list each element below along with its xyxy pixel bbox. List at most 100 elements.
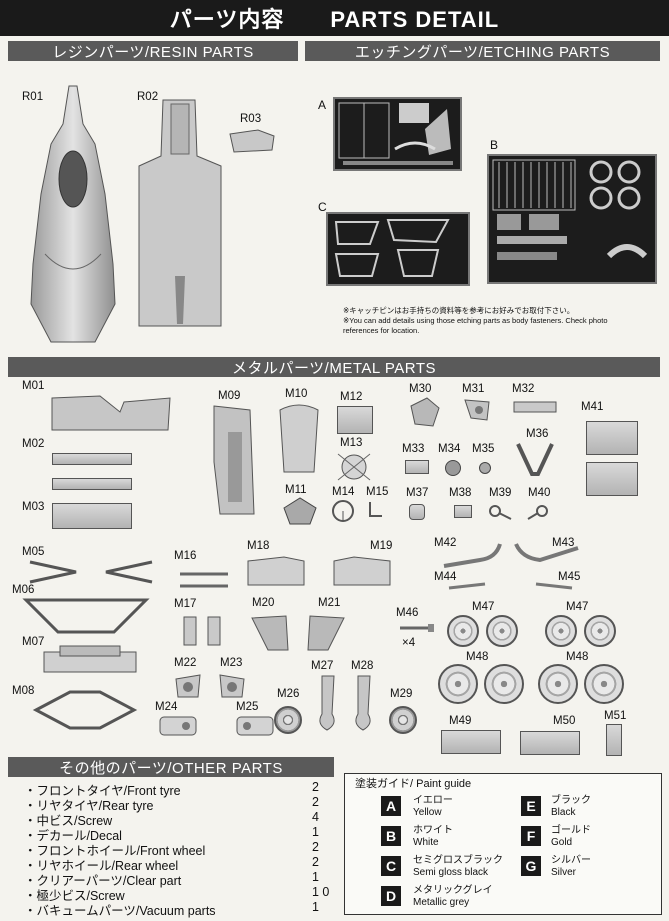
label-m41: M41 xyxy=(581,401,604,413)
metal-part-m21 xyxy=(307,615,345,651)
metal-part-m35 xyxy=(479,462,491,474)
paint-letter-f: F xyxy=(521,826,541,846)
metal-part-m26 xyxy=(274,706,302,734)
label-m48-b: M48 xyxy=(566,651,589,663)
metal-part-m03 xyxy=(52,503,132,529)
list-item-qty: 2 xyxy=(312,840,319,854)
label-m03: M03 xyxy=(22,501,45,513)
paint-letter-g: G xyxy=(521,856,541,876)
label-m08: M08 xyxy=(12,685,35,697)
label-m10: M10 xyxy=(285,388,308,400)
metal-part-m40 xyxy=(527,505,548,520)
paint-color-c-jp: セミグロスブラック xyxy=(413,855,503,866)
metal-part-m42 xyxy=(443,543,502,568)
list-item: ・クリアーパーツ/Clear part xyxy=(24,874,182,888)
metal-part-m02b xyxy=(52,478,132,490)
paint-letter-e: E xyxy=(521,796,541,816)
label-m35: M35 xyxy=(472,443,495,455)
paint-letter-c: C xyxy=(381,856,401,876)
metal-part-m05 xyxy=(29,560,153,584)
list-item: ・リヤタイヤ/Rear tyre xyxy=(24,799,154,813)
label-etch-c: C xyxy=(318,200,327,214)
label-m40: M40 xyxy=(528,487,551,499)
metal-part-m08 xyxy=(32,690,138,730)
metal-part-m47-2 xyxy=(486,615,518,647)
label-m19: M19 xyxy=(370,540,393,552)
metal-part-m18 xyxy=(247,556,305,586)
metal-part-m06 xyxy=(22,598,150,634)
label-m39: M39 xyxy=(489,487,512,499)
metal-part-m22 xyxy=(175,674,201,698)
label-m49: M49 xyxy=(449,715,472,727)
metal-part-m32 xyxy=(513,401,557,413)
metal-part-m20 xyxy=(251,615,289,651)
paint-color-g-jp: シルバー xyxy=(551,855,591,866)
list-item-qty: 2 xyxy=(312,795,319,809)
label-m01: M01 xyxy=(22,380,45,392)
resin-parts-header: レジンパーツ/RESIN PARTS xyxy=(8,41,298,61)
label-r03: R03 xyxy=(240,113,262,125)
etching-note: ※キャッチピンはお手持ちの資料等を参考にお好みでお取付下さい。 ※You can… xyxy=(343,306,659,336)
metal-part-m37 xyxy=(409,504,425,520)
label-m33: M33 xyxy=(402,443,425,455)
metal-part-m27 xyxy=(319,675,335,731)
paint-letter-a: A xyxy=(381,796,401,816)
label-m24: M24 xyxy=(155,701,178,713)
label-m46: M46 xyxy=(396,607,419,619)
metal-part-m36 xyxy=(516,443,554,476)
etching-fret-c xyxy=(326,212,470,286)
etching-note-en1: ※You can add details using those etching… xyxy=(343,316,608,325)
resin-part-r03 xyxy=(229,129,275,153)
label-m27: M27 xyxy=(311,660,334,672)
etching-fret-a xyxy=(333,97,462,171)
list-item: ・中ビス/Screw xyxy=(24,814,113,828)
label-r01: R01 xyxy=(22,91,44,103)
paint-color-g-en: Silver xyxy=(551,867,577,878)
list-item: ・デカール/Decal xyxy=(24,829,122,843)
list-item-qty: 2 xyxy=(312,780,319,794)
list-item-qty: 1 xyxy=(312,900,319,914)
label-m46-qty: ×4 xyxy=(402,637,416,649)
metal-part-m47-4 xyxy=(584,615,616,647)
paint-color-c-en: Semi gloss black xyxy=(413,867,489,878)
label-m38: M38 xyxy=(449,487,472,499)
metal-part-m50 xyxy=(520,731,580,755)
label-m47-b: M47 xyxy=(566,601,589,613)
label-m11: M11 xyxy=(285,484,307,496)
paint-letter-d: D xyxy=(381,886,401,906)
paint-guide-title: 塗装ガイド/ Paint guide xyxy=(355,778,472,790)
label-m51: M51 xyxy=(604,710,627,722)
paint-color-a-jp: イエロー xyxy=(413,795,453,806)
metal-part-m38 xyxy=(454,505,472,518)
label-m45: M45 xyxy=(558,571,581,583)
metal-part-m23 xyxy=(219,674,245,698)
metal-part-m19 xyxy=(333,556,391,586)
label-m05: M05 xyxy=(22,546,45,558)
metal-part-m12 xyxy=(337,406,373,434)
metal-part-m48-1 xyxy=(438,664,478,704)
metal-part-m07 xyxy=(43,645,137,673)
list-item: ・フロントホイール/Front wheel xyxy=(24,844,206,858)
list-item: ・リヤホイール/Rear wheel xyxy=(24,859,179,873)
label-m06: M06 xyxy=(12,584,35,596)
label-m42: M42 xyxy=(434,537,457,549)
paint-color-b-en: White xyxy=(413,837,439,848)
list-item-qty: 1 xyxy=(312,825,319,839)
paint-letter-b: B xyxy=(381,826,401,846)
metal-part-m39 xyxy=(489,505,512,520)
label-m36: M36 xyxy=(526,428,549,440)
etching-note-jp: ※キャッチピンはお手持ちの資料等を参考にお好みでお取付下さい。 xyxy=(343,306,575,315)
metal-part-m28 xyxy=(355,675,371,731)
label-m30: M30 xyxy=(409,383,432,395)
paint-color-e-jp: ブラック xyxy=(551,795,591,806)
list-item-qty: 4 xyxy=(312,810,319,824)
label-m14: M14 xyxy=(332,486,355,498)
label-m15: M15 xyxy=(366,486,389,498)
metal-part-m17 xyxy=(183,616,221,646)
metal-part-m30 xyxy=(410,397,440,427)
label-m47-a: M47 xyxy=(472,601,495,613)
label-m44: M44 xyxy=(434,571,457,583)
label-m17: M17 xyxy=(174,598,197,610)
label-m21: M21 xyxy=(318,597,341,609)
metal-part-m48-4 xyxy=(584,664,624,704)
